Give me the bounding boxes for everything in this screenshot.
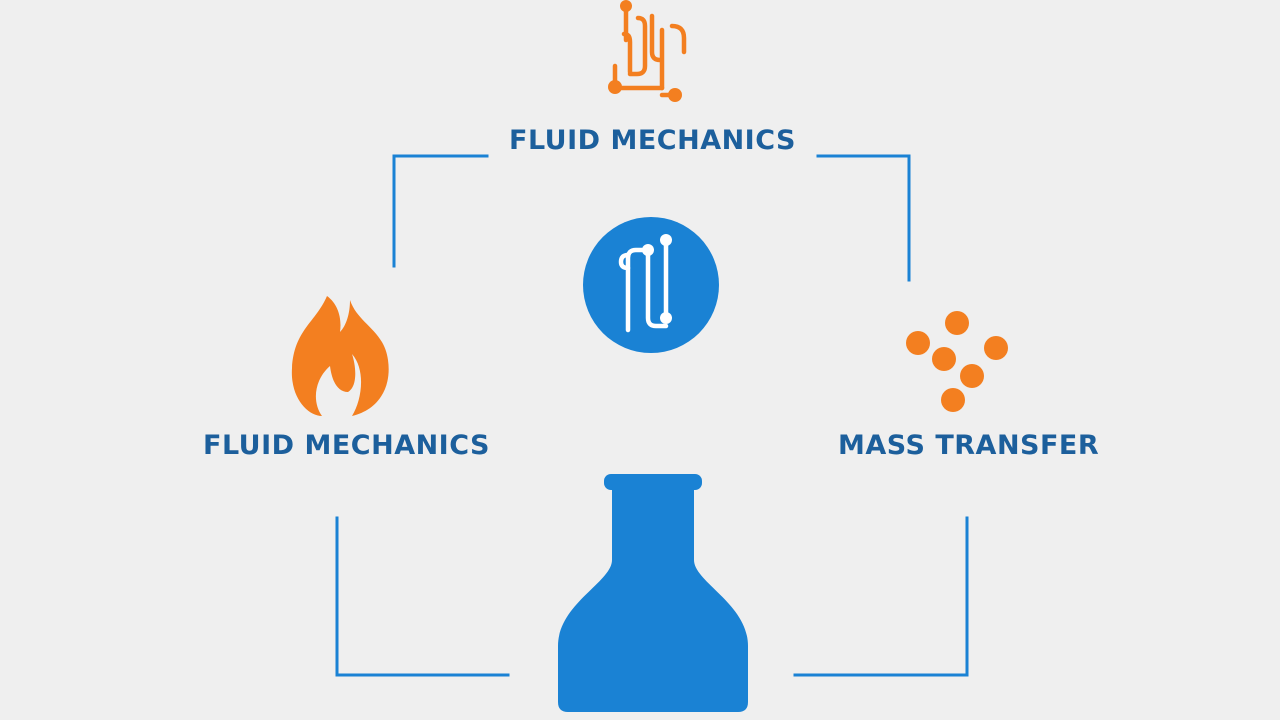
flame-icon (291, 296, 389, 418)
connector-top-right (816, 154, 911, 282)
pipe-network-icon (608, 0, 687, 102)
connector-bottom-left (335, 516, 510, 677)
particles-icon (906, 311, 1008, 412)
connector-top-left (392, 154, 489, 268)
connector-bottom-right (793, 516, 969, 677)
process-circle-icon (583, 217, 719, 353)
node-label-right: MASS TRANSFER (838, 430, 1100, 461)
node-label-left: FLUID MECHANICS (203, 430, 490, 461)
node-label-top: FLUID MECHANICS (509, 125, 796, 156)
flask-icon (558, 474, 748, 712)
